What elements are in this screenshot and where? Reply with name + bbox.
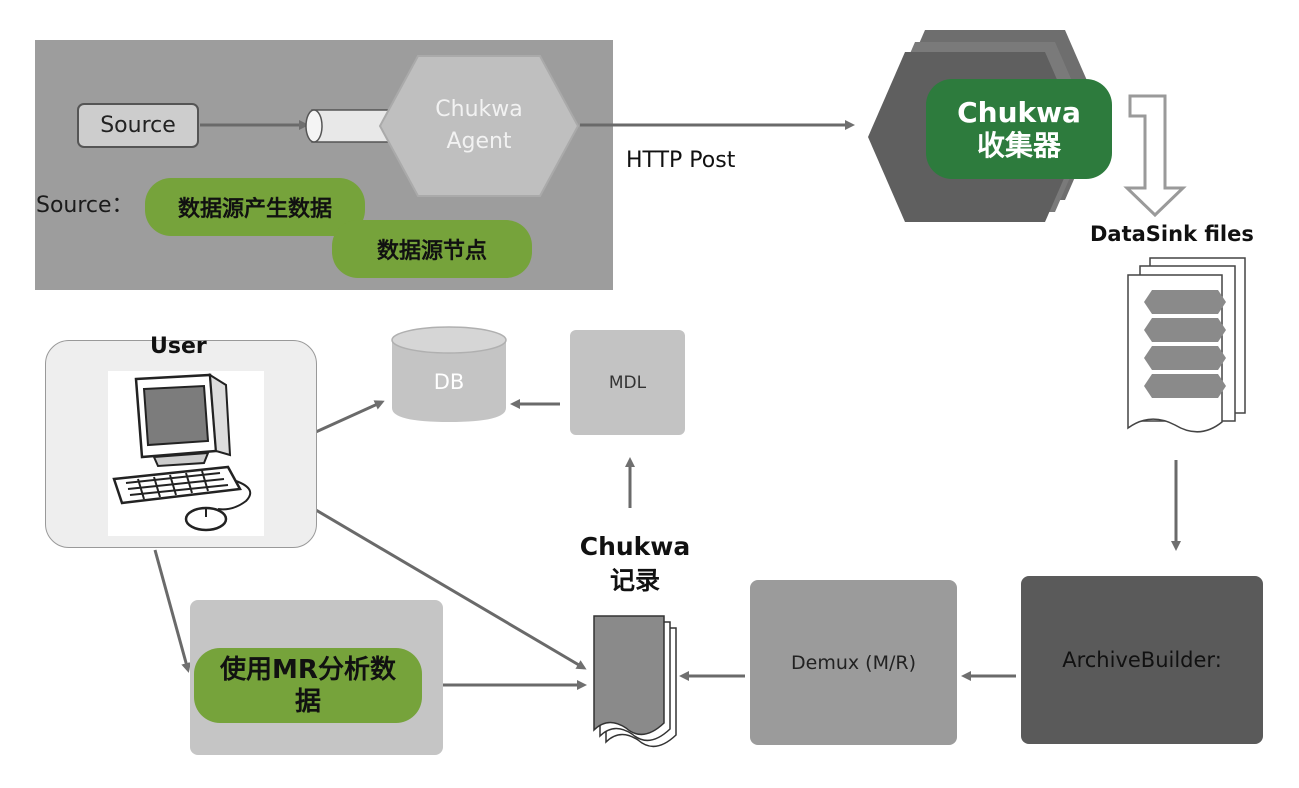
archive-builder-node: ArchiveBuilder: [1021,576,1263,744]
datasink-label: DataSink files [1090,222,1254,246]
computer-icon [108,371,264,536]
pipe-icon [305,109,393,143]
collector-badge: Chukwa 收集器 [926,79,1112,179]
user-label: User [150,334,207,359]
collector-to-datasink-arrow [1123,94,1187,218]
datasink-files-icon [1127,257,1246,433]
records-line1: Chukwa [579,532,691,561]
mr-analysis-pill: 使用MR分析数 据 [194,648,422,723]
agent-label: Chukwa Agent [400,90,558,162]
user-to-records-arrow [264,478,587,670]
mr-line2: 据 [294,686,321,717]
database-icon [391,326,507,422]
collector-line2: 收集器 [976,129,1061,162]
collector-line1: Chukwa [957,96,1081,129]
agent-hexagon [378,55,580,197]
mdl-node: MDL [570,330,685,435]
records-label: Chukwa 记录 [570,530,700,598]
source-node-pill: 数据源节点 [332,220,532,278]
http-post-label: HTTP Post [626,148,736,173]
source-node: Source [77,103,199,148]
user-to-mr-arrow [153,549,191,673]
mr-line1: 使用MR分析数 [220,654,396,685]
db-label: DB [433,370,465,394]
source-desc-label: Source： [36,193,134,218]
demux-node: Demux (M/R) [750,580,957,745]
agent-line1: Chukwa [435,97,523,122]
agent-line2: Agent [446,129,512,154]
records-icon [593,615,677,748]
source-desc-pill: 数据源产生数据 [145,178,365,236]
records-line2: 记录 [609,566,660,595]
